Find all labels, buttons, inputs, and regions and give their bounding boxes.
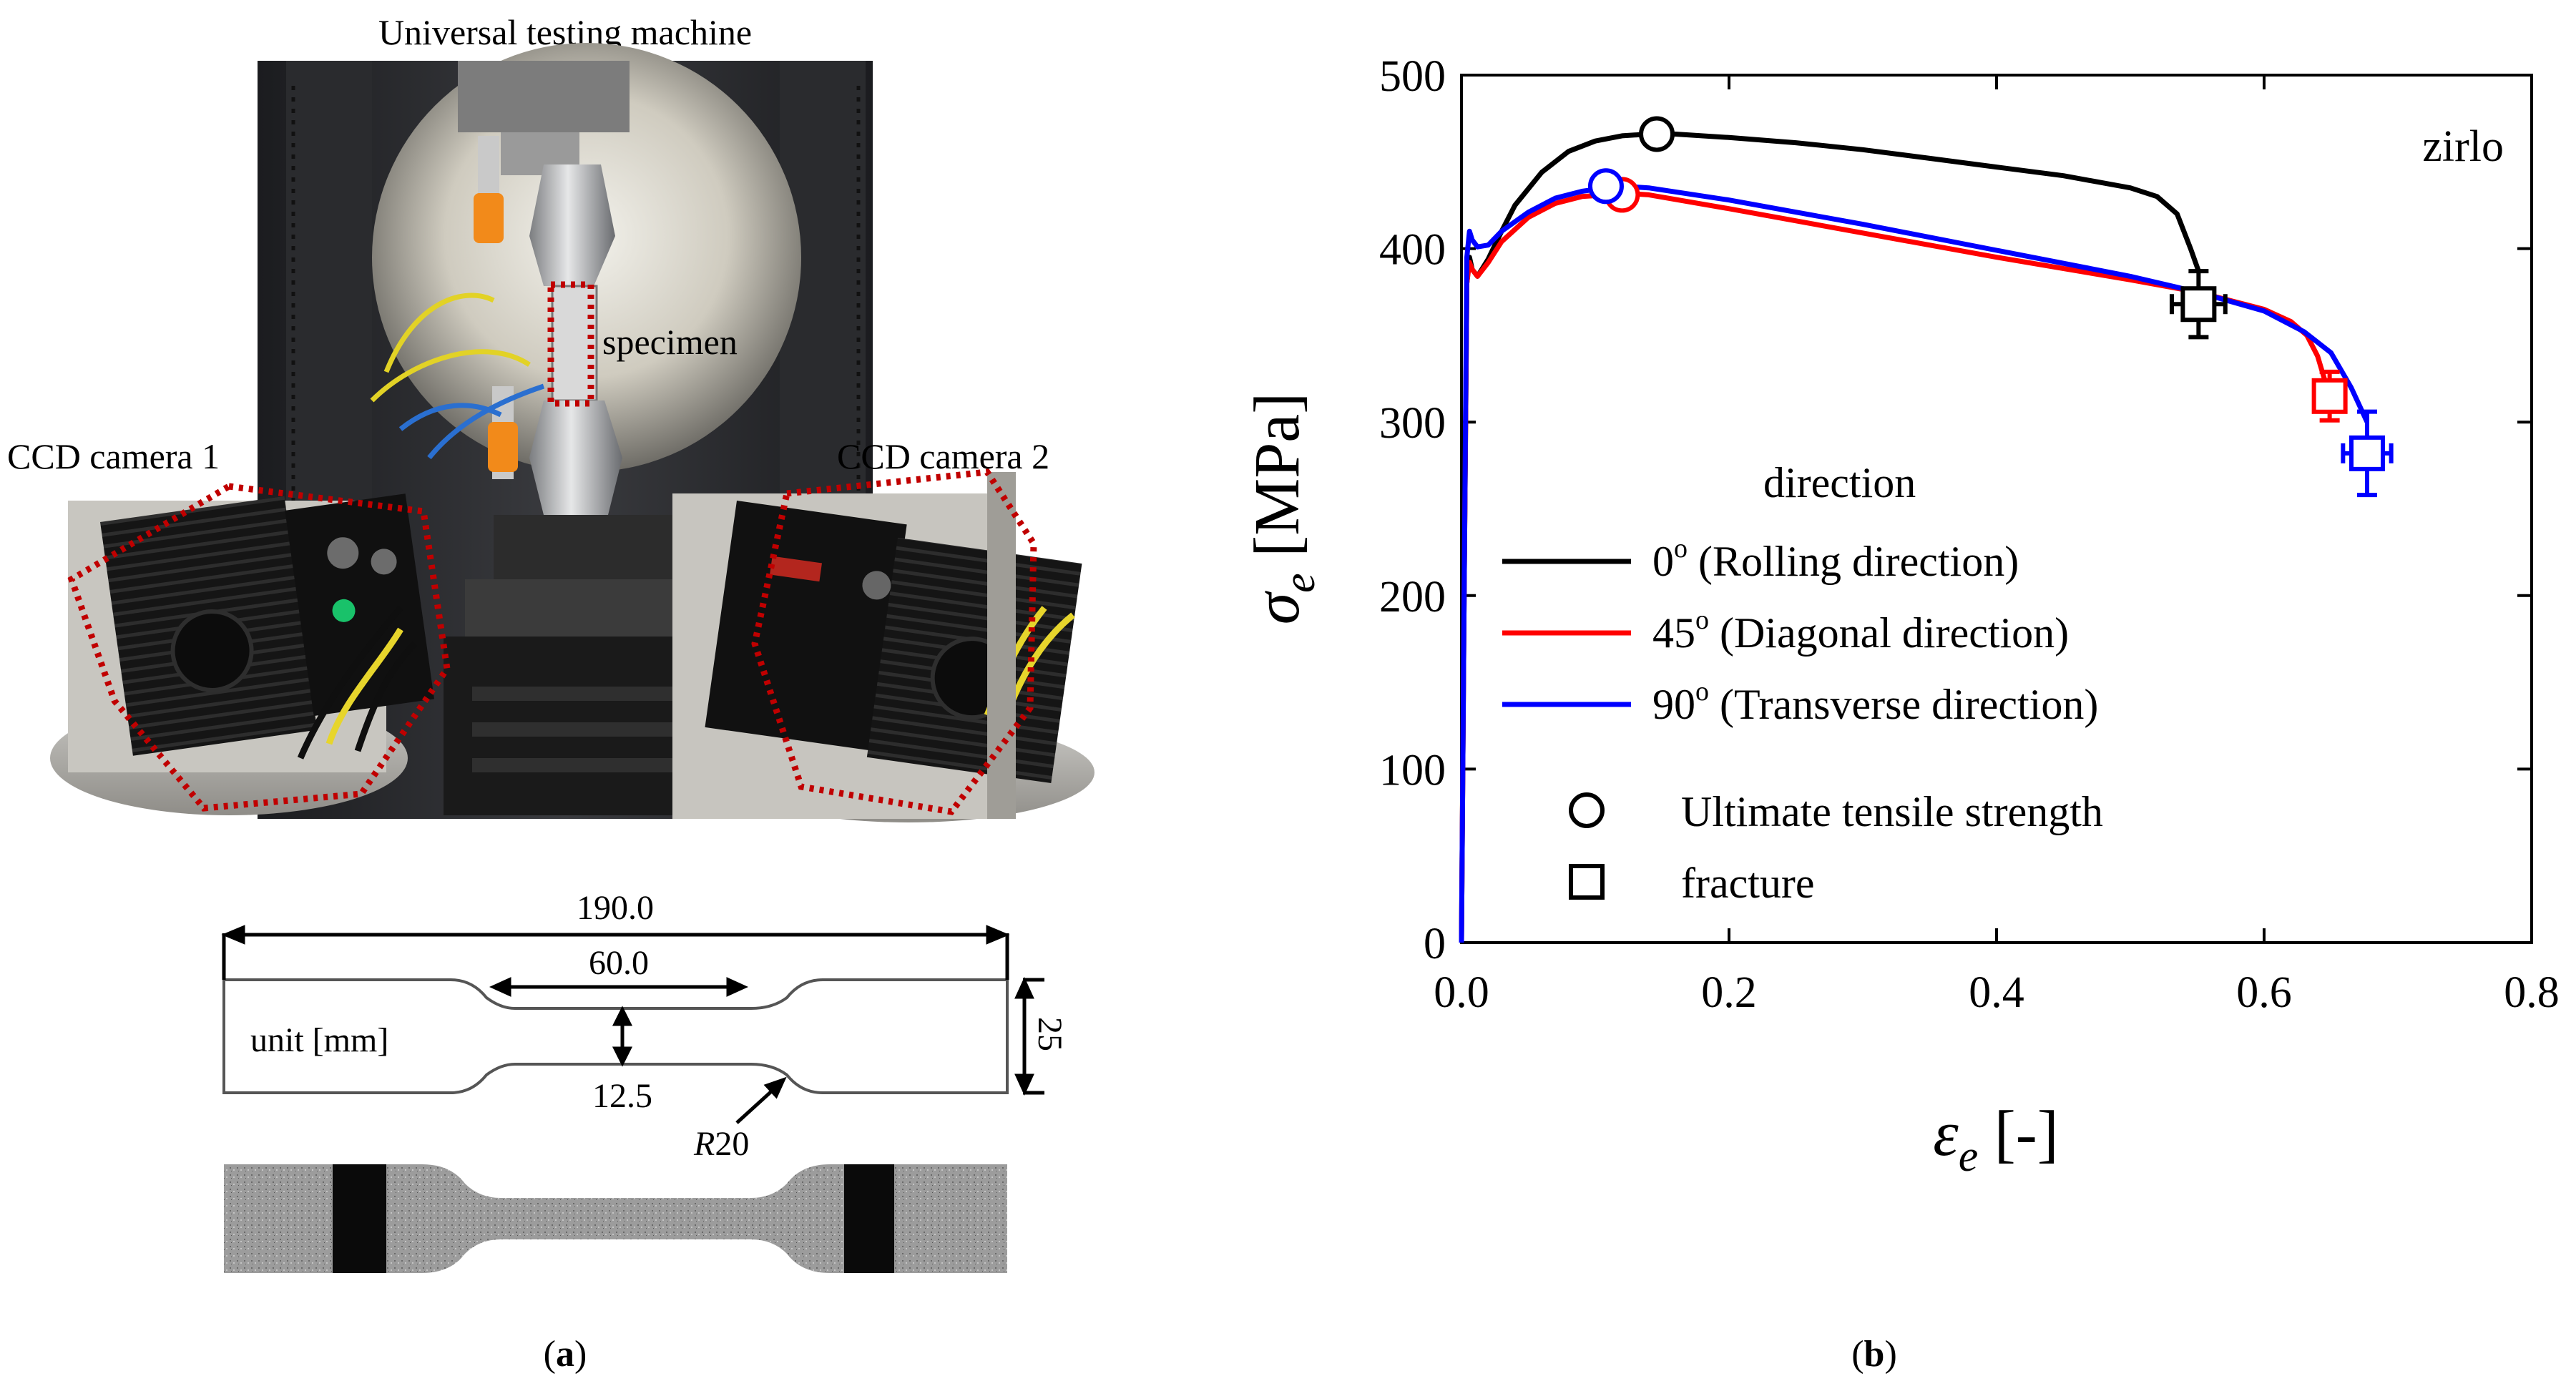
fracture-marker-1 — [2311, 369, 2348, 423]
radius-symbol: R — [693, 1125, 715, 1163]
specimen-label: specimen — [602, 322, 738, 362]
legend-square-marker — [1569, 864, 1605, 900]
y-tick-label: 100 — [1379, 746, 1446, 795]
specimen-drawing: 190.0 60.0 12.5 25 unit [mm] R20 — [221, 889, 1069, 1163]
camera1-label: CCD camera 1 — [7, 436, 220, 476]
legend-sup-0deg: o — [1674, 534, 1688, 564]
camera1-highlight — [67, 483, 451, 812]
caption-b-letter: b — [1864, 1334, 1885, 1375]
y-tick-label: 500 — [1379, 52, 1446, 101]
caption-a: (a) — [544, 1334, 587, 1375]
legend-entry-45deg: 45o (Diagonal direction) — [1502, 605, 2069, 657]
legend-circle-marker — [1569, 792, 1605, 828]
y-axis-ticks: 0 100 200 300 400 500 — [1379, 52, 2532, 968]
legend-label-0deg: 0o (Rolling direction) — [1652, 534, 2019, 585]
y-tick-label: 200 — [1379, 573, 1446, 621]
fracture-marker-0 — [2169, 269, 2228, 340]
uts-marker-0 — [1639, 116, 1675, 152]
x-tick-label: 0.0 — [1434, 968, 1489, 1017]
panel-b: 0 100 200 300 400 500 0.0 0.2 0.4 0.6 0.8 zirlo ε… — [1242, 52, 2560, 1375]
y-axis-subscript: e — [1275, 573, 1324, 593]
legend-text-45deg: (Diagonal direction) — [1709, 609, 2069, 657]
caption-a-letter: a — [556, 1334, 574, 1375]
y-axis-label: σe [MPa] — [1242, 393, 1324, 624]
legend-uts-label: Ultimate tensile strength — [1681, 788, 2103, 835]
unit-label: unit [mm] — [250, 1021, 388, 1059]
x-tick-label: 0.4 — [1969, 968, 2024, 1017]
data-markers — [1587, 116, 2394, 498]
uts-marker-2 — [1587, 168, 1624, 205]
legend-label-45deg: 45o (Diagonal direction) — [1652, 605, 2069, 657]
legend-value-0deg: 0 — [1652, 538, 1674, 585]
legend-entry-90deg: 90o (Transverse direction) — [1502, 677, 2098, 728]
material-label: zirlo — [2422, 122, 2504, 171]
y-tick-label: 400 — [1379, 226, 1446, 275]
highlight-boxes — [67, 281, 1037, 815]
x-tick-label: 0.2 — [1701, 968, 1757, 1017]
y-tick-label: 0 — [1424, 920, 1446, 968]
legend-title: direction — [1763, 459, 1916, 506]
legend-value-45deg: 45 — [1652, 609, 1695, 657]
x-axis-symbol: ε — [1933, 1099, 1959, 1169]
camera2-label: CCD camera 2 — [837, 436, 1049, 476]
setup-photo — [50, 43, 1094, 822]
legend-fracture-label: fracture — [1681, 860, 1815, 907]
legend-text-90deg: (Transverse direction) — [1709, 681, 2098, 728]
y-tick-label: 300 — [1379, 399, 1446, 448]
dim-gauge-length: 60.0 — [589, 944, 649, 982]
x-axis-unit: [-] — [1978, 1099, 2058, 1169]
fracture-marker-2 — [2341, 409, 2394, 498]
x-axis-ticks: 0.0 0.2 0.4 0.6 0.8 — [1434, 75, 2560, 1017]
legend-value-90deg: 90 — [1652, 681, 1695, 728]
x-tick-label: 0.8 — [2504, 968, 2560, 1017]
radius-value: 20 — [715, 1125, 749, 1163]
dim-gauge-width: 12.5 — [592, 1077, 652, 1115]
dim-total-length: 190.0 — [577, 889, 654, 927]
x-tick-label: 0.6 — [2236, 968, 2292, 1017]
panel-a: Universal testing machine — [7, 12, 1094, 1375]
legend-sup-45deg: o — [1695, 605, 1709, 635]
legend-entry-0deg: 0o (Rolling direction) — [1502, 534, 2019, 585]
x-axis-label: εe [-] — [1933, 1099, 2058, 1181]
y-axis-unit: [MPa] — [1242, 393, 1313, 573]
dim-width: 25 — [1031, 1017, 1069, 1051]
radius-label: R20 — [693, 1125, 749, 1163]
legend-text-0deg: (Rolling direction) — [1688, 538, 2019, 585]
specimen-highlight — [547, 281, 594, 407]
y-axis-symbol: σ — [1242, 590, 1313, 624]
speckle-specimen-photo — [224, 1164, 1007, 1273]
x-axis-subscript: e — [1959, 1132, 1979, 1181]
legend-sup-90deg: o — [1695, 677, 1709, 707]
legend-label-90deg: 90o (Transverse direction) — [1652, 677, 2098, 728]
caption-b: (b) — [1851, 1334, 1897, 1375]
legend: direction 0o (Rolling direction) 45o (Di… — [1502, 459, 2103, 907]
specimen-outline — [222, 978, 1009, 1094]
